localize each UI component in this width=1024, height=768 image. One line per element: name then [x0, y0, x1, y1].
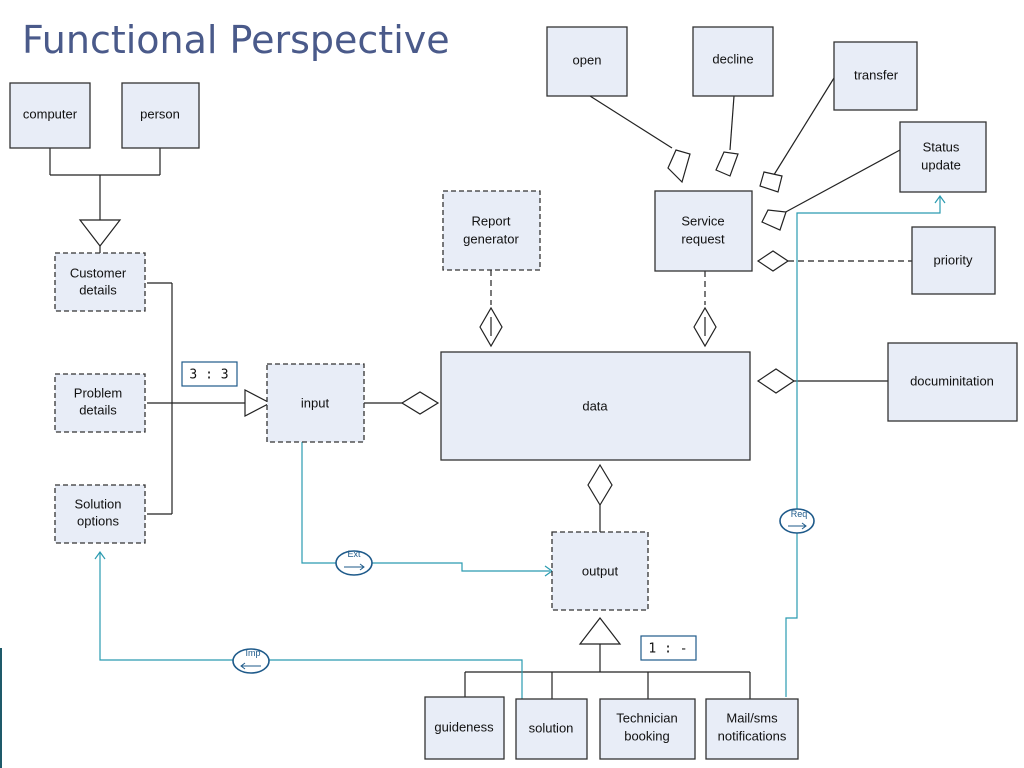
ratio-badge-output: 1 : -: [640, 635, 697, 661]
svg-text:Mail/sms: Mail/sms: [726, 710, 778, 725]
diamond-documentation: [756, 368, 796, 394]
svg-text:3 : 3: 3 : 3: [189, 368, 228, 383]
svg-text:request: request: [681, 231, 725, 246]
svg-text:Technician: Technician: [616, 710, 677, 725]
inheritance-triangle-customer: [78, 219, 122, 247]
aggregation-diamonds: [400, 149, 796, 507]
node-priority: priority: [911, 226, 996, 295]
diamond-transfer: [759, 171, 783, 193]
node-person: person: [121, 82, 200, 149]
diamond-decline: [715, 151, 739, 177]
diamond-input-data: [400, 391, 440, 415]
node-input: input: [266, 363, 365, 443]
diamond-status-update: [761, 209, 787, 231]
svg-text:output: output: [582, 563, 619, 578]
connection-lines: [49, 77, 912, 699]
node-customer-details: Customer details: [54, 252, 146, 312]
node-service-request: Service request: [654, 190, 753, 272]
diamond-output-data: [587, 463, 613, 507]
node-solution-options: Solution options: [54, 484, 146, 544]
page-title: Functional Perspective: [22, 18, 450, 62]
ratio-badge-input: 3 : 3: [181, 361, 238, 387]
node-decline: decline: [692, 26, 774, 97]
svg-text:computer: computer: [23, 106, 78, 121]
node-problem-details: Problem details: [54, 373, 146, 433]
svg-text:1 : -: 1 : -: [648, 642, 687, 657]
svg-text:Customer: Customer: [70, 265, 127, 280]
svg-text:Solution: Solution: [75, 496, 122, 511]
imp-connector: Imp: [232, 648, 270, 674]
svg-text:details: details: [79, 282, 117, 297]
node-status-update: Status update: [899, 121, 987, 193]
node-guideness: guideness: [424, 696, 505, 760]
node-open: open: [546, 26, 628, 97]
svg-text:Imp: Imp: [245, 648, 260, 658]
slide-edge-accent: [0, 648, 2, 768]
node-report-generator: Report generator: [442, 190, 541, 271]
node-computer: computer: [9, 82, 91, 149]
node-transfer: transfer: [833, 41, 918, 111]
svg-text:Status: Status: [923, 139, 960, 154]
node-technician-booking: Technician booking: [599, 698, 696, 760]
svg-text:Service: Service: [681, 213, 724, 228]
svg-text:options: options: [77, 513, 119, 528]
node-documentation: documinitation: [887, 342, 1018, 422]
node-output: output: [551, 531, 649, 611]
svg-text:guideness: guideness: [434, 719, 494, 734]
svg-text:data: data: [582, 398, 608, 413]
svg-text:details: details: [79, 402, 117, 417]
svg-text:person: person: [140, 106, 180, 121]
svg-text:input: input: [301, 395, 330, 410]
diamond-priority: [756, 250, 790, 272]
svg-text:decline: decline: [712, 51, 753, 66]
svg-text:update: update: [921, 157, 961, 172]
diamond-open: [667, 149, 691, 184]
svg-text:documinitation: documinitation: [910, 373, 994, 388]
svg-text:notifications: notifications: [718, 728, 787, 743]
svg-text:transfer: transfer: [854, 67, 899, 82]
req-connector: Req: [779, 508, 815, 534]
svg-text:Req: Req: [791, 509, 808, 519]
svg-text:priority: priority: [933, 252, 973, 267]
svg-text:generator: generator: [463, 231, 519, 246]
svg-text:booking: booking: [624, 728, 670, 743]
node-solution: solution: [515, 698, 588, 760]
inheritance-triangle-input: [244, 389, 272, 417]
svg-text:Report: Report: [471, 213, 510, 228]
svg-text:Ext: Ext: [347, 549, 361, 559]
inheritance-triangle-output: [578, 617, 622, 645]
svg-text:open: open: [573, 52, 602, 67]
flow-lines: [99, 196, 941, 699]
svg-text:Problem: Problem: [74, 385, 122, 400]
inheritance-markers: [78, 219, 622, 645]
svg-text:solution: solution: [529, 720, 574, 735]
node-mail-sms-notifications: Mail/sms notifications: [705, 698, 799, 760]
ext-connector: Ext: [335, 549, 373, 576]
node-data: data: [440, 351, 751, 461]
